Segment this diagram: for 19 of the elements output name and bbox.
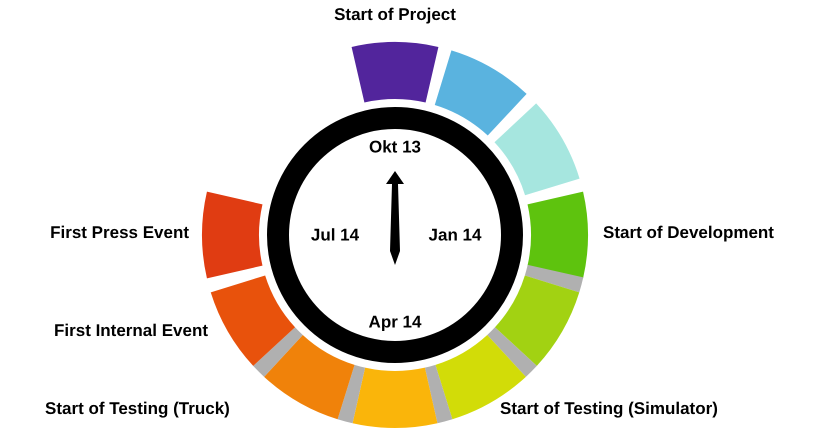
month-label: Jan 14: [428, 224, 482, 246]
ring-segment: [264, 334, 355, 420]
month-label: Apr 14: [368, 311, 422, 334]
ring-segment: [202, 192, 262, 278]
ring-segment: [528, 192, 588, 278]
milestone-label: First Internal Event: [54, 320, 208, 342]
ring-segment: [494, 103, 580, 196]
month-label: Okt 13: [369, 136, 421, 158]
milestone-label: Start of Project: [333, 4, 457, 26]
ring-segment: [494, 275, 580, 366]
milestone-label: First Press Event: [50, 222, 189, 244]
milestone-label: Start of Development: [603, 222, 774, 244]
ring-segment: [352, 42, 438, 102]
milestone-label: Start of Testing (Simulator): [500, 398, 718, 420]
ring-segment: [210, 275, 296, 366]
ring-segment: [352, 368, 438, 428]
ring-segment: [434, 50, 527, 136]
month-label: Jul 14: [310, 224, 360, 246]
milestone-label: Start of Testing (Truck): [45, 398, 230, 420]
